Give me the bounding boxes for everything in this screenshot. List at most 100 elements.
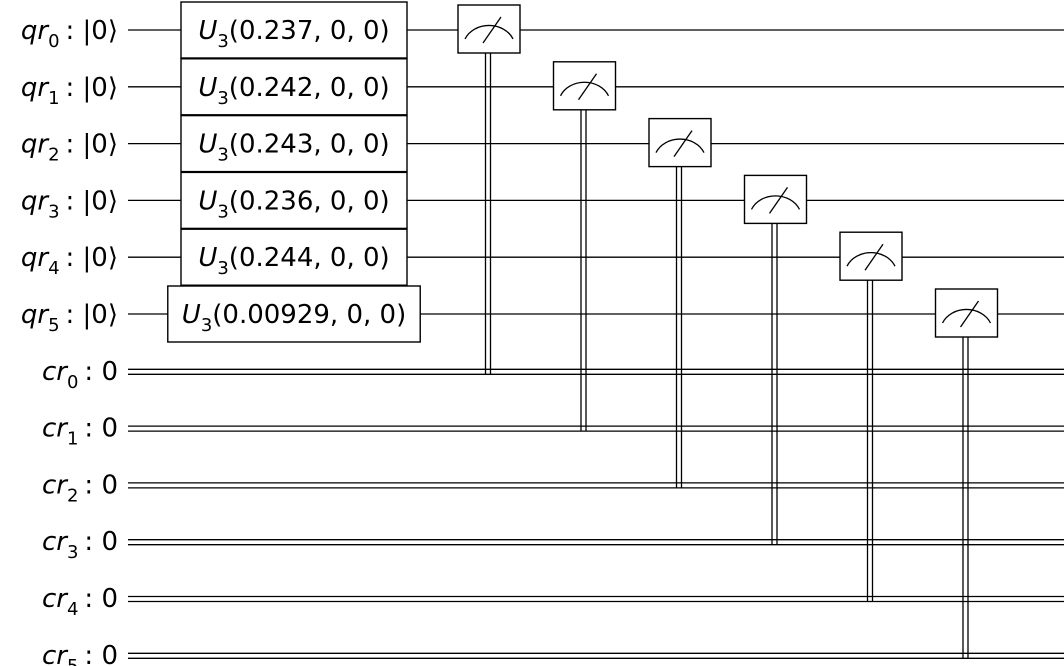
initial-state: : |0⟩	[66, 186, 118, 216]
gate-params: (0.244, 0, 0)	[229, 243, 390, 273]
gate-label: U3(0.243, 0, 0)	[198, 130, 389, 166]
initial-state: : 0	[84, 357, 118, 387]
gate-params: (0.237, 0, 0)	[229, 16, 390, 46]
classical-bit-label: cr1: 0	[42, 414, 118, 450]
register-name: qr	[21, 243, 51, 273]
initial-state: : |0⟩	[66, 300, 118, 330]
register-name: cr	[42, 357, 69, 387]
gate-params: (0.242, 0, 0)	[229, 73, 390, 103]
u3-gate: U3(0.237, 0, 0)	[180, 1, 408, 59]
register-index: 2	[67, 485, 78, 506]
register-index: 0	[67, 372, 78, 393]
classical-bit-label: cr0 : 0	[42, 357, 118, 393]
meter-arc-icon	[750, 195, 801, 210]
register-name: qr	[21, 16, 51, 46]
qubit-label: qr3 : |0⟩	[21, 186, 118, 222]
meter-needle-icon	[768, 187, 789, 214]
register-name: cr	[42, 584, 69, 614]
gate-label: U3(0.244, 0, 0)	[198, 243, 389, 279]
gate-label: U3(0.236, 0, 0)	[198, 186, 389, 222]
gate-label: U3(0.237, 0, 0)	[198, 16, 389, 52]
register-name: qr	[21, 300, 51, 330]
measure-gate	[934, 288, 999, 338]
u3-gate: U3(0.242, 0, 0)	[180, 58, 408, 116]
register-index: 0	[48, 31, 59, 52]
classical-bit-label: cr4 : 0	[42, 584, 118, 620]
measure-link	[675, 166, 683, 488]
classical-wire	[128, 482, 1064, 489]
classical-wire	[128, 652, 1064, 659]
register-index: 1	[48, 88, 59, 109]
meter-needle-icon	[673, 130, 693, 157]
u3-gate: U3(0.00929, 0, 0)	[167, 285, 421, 343]
gate-box	[180, 171, 408, 230]
measure-box	[552, 61, 617, 111]
classical-wire	[128, 539, 1064, 546]
initial-state: : |0⟩	[66, 73, 118, 103]
measure-gate	[648, 117, 712, 168]
qubit-label: qr1 : |0⟩	[21, 73, 118, 109]
register-name: qr	[21, 73, 51, 103]
gate-name: U	[198, 243, 217, 273]
measurements-layer	[457, 4, 999, 338]
meter-needle-icon	[864, 243, 884, 271]
measure-gate	[457, 4, 521, 54]
register-name: qr	[21, 186, 51, 216]
meter-needle-icon	[577, 73, 598, 101]
qubit-label: qr5 : |0⟩	[21, 300, 118, 336]
initial-state: : |0⟩	[66, 16, 118, 46]
measure-box	[648, 117, 712, 168]
measure-link	[866, 280, 874, 602]
initial-state: : |0⟩	[66, 130, 118, 160]
gate-subscript: 3	[217, 201, 228, 222]
measure-box	[457, 4, 521, 54]
gate-subscript: 3	[217, 88, 228, 109]
gate-box	[180, 58, 408, 116]
register-name: cr	[42, 470, 69, 500]
initial-state: : 0	[84, 584, 118, 614]
gate-name: U	[198, 186, 217, 216]
register-name: cr	[42, 414, 69, 444]
qubit-label: qr0 : |0⟩	[21, 16, 118, 52]
measure-box	[743, 174, 808, 225]
classical-bit-label: cr2 : 0	[42, 470, 118, 506]
gate-label: U3(0.00929, 0, 0)	[182, 300, 406, 336]
register-index: 3	[48, 201, 59, 222]
register-index: 4	[48, 258, 59, 279]
register-index: 3	[67, 542, 78, 563]
classical-wire	[128, 595, 1064, 603]
register-index: 5	[67, 656, 78, 666]
initial-state: : 0	[84, 470, 118, 500]
meter-arc-icon	[846, 252, 896, 267]
register-name: cr	[42, 527, 69, 557]
classical-wire	[128, 425, 1064, 432]
gate-label: U3(0.242, 0, 0)	[198, 73, 389, 109]
meter-arc-icon	[941, 308, 992, 324]
meter-arc-icon	[559, 81, 610, 97]
measure-link	[771, 223, 778, 545]
register-name: qr	[21, 130, 51, 160]
classical-wire	[128, 368, 1064, 375]
gate-name: U	[198, 130, 217, 160]
measure-gate	[839, 231, 903, 281]
register-index: 5	[48, 315, 59, 336]
gate-params: (0.00929, 0, 0)	[212, 300, 406, 330]
register-index: 4	[67, 599, 78, 620]
gate-box	[180, 1, 408, 59]
measure-link	[580, 109, 587, 432]
gate-name: U	[198, 16, 217, 46]
gate-name: U	[182, 300, 201, 330]
u3-gate: U3(0.236, 0, 0)	[180, 171, 408, 230]
gate-subscript: 3	[201, 315, 212, 336]
meter-needle-icon	[959, 300, 980, 328]
u3-gate: U3(0.243, 0, 0)	[180, 114, 408, 173]
meter-arc-icon	[464, 24, 514, 40]
measure-gate	[743, 174, 808, 225]
measure-box	[839, 231, 903, 281]
initial-state: : |0⟩	[66, 243, 118, 273]
gate-params: (0.236, 0, 0)	[229, 186, 390, 216]
register-index: 2	[48, 145, 59, 166]
measure-links-layer	[484, 53, 969, 659]
initial-state: : 0	[84, 414, 118, 444]
gate-box	[180, 114, 408, 173]
